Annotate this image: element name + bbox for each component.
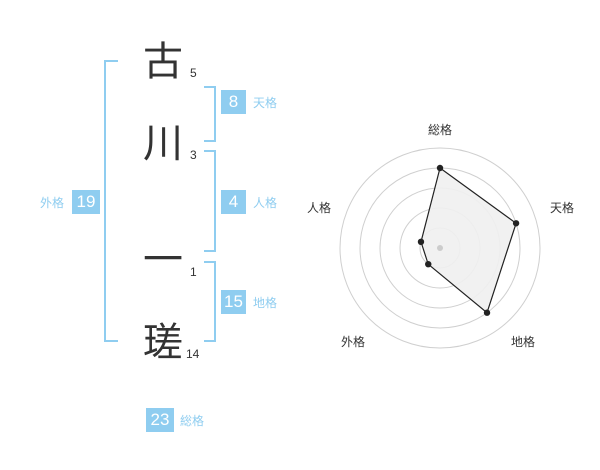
surname-char-1-strokes: 5: [190, 66, 197, 80]
tenkaku-label: 天格: [253, 96, 278, 110]
radar-point: [512, 220, 520, 227]
surname-char-2: 川: [143, 121, 183, 167]
tenkaku-value: 8: [221, 90, 246, 114]
given-char-2-strokes: 14: [186, 347, 200, 361]
surname-char-1: 古: [143, 39, 183, 85]
radar-axis-label-jinkaku: 人格: [307, 201, 332, 215]
given-char-2: 瑳: [143, 320, 183, 366]
radar-point: [436, 164, 444, 172]
gaikaku-bracket: [104, 60, 118, 342]
chikaku-label: 地格: [253, 296, 278, 310]
gaikaku-label: 外格: [40, 196, 65, 210]
chikaku-bracket: [204, 261, 216, 342]
radar-chart: [339, 147, 541, 349]
gaikaku-value: 19: [72, 190, 100, 214]
jinkaku-bracket: [204, 150, 216, 252]
given-char-1: 一: [143, 237, 183, 283]
radar-axis-label-chikaku: 地格: [511, 335, 536, 349]
radar-polygon: [420, 166, 517, 314]
soukaku-value: 23: [146, 408, 174, 432]
soukaku-label: 総格: [180, 414, 205, 428]
radar-point: [417, 238, 425, 246]
radar-ring: [339, 147, 541, 349]
radar-axis-label-gaikaku: 外格: [341, 335, 366, 349]
chikaku-value: 15: [221, 290, 246, 314]
radar-point: [425, 260, 432, 268]
surname-char-2-strokes: 3: [190, 148, 197, 162]
given-char-1-strokes: 1: [190, 265, 197, 279]
jinkaku-label: 人格: [253, 196, 278, 210]
tenkaku-bracket: [204, 86, 216, 142]
radar-axis-label-soukaku: 総格: [428, 123, 453, 137]
radar-axis-label-tenkaku: 天格: [550, 201, 575, 215]
radar-center-dot: [437, 245, 443, 251]
jinkaku-value: 4: [221, 190, 246, 214]
radar-point: [483, 309, 491, 316]
